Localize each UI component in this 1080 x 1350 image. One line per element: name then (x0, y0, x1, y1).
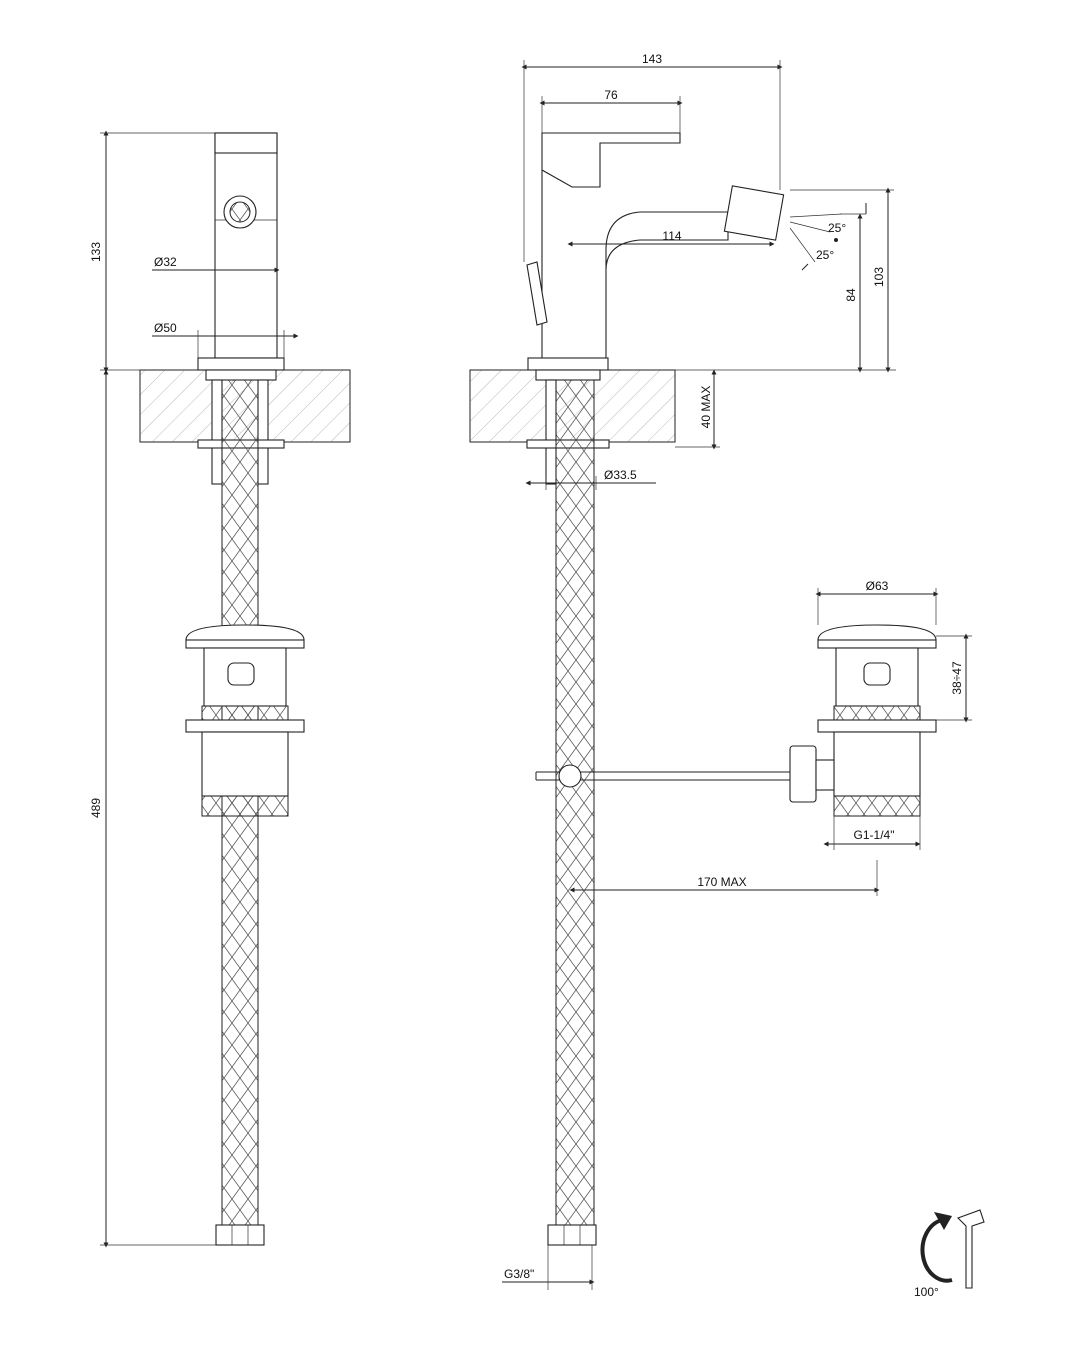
dim-spout-dia: Ø32 (154, 255, 177, 269)
dim-waste-range: 38÷47 (950, 661, 964, 695)
waste-side (789, 624, 937, 817)
dim-angle-down: 25° (816, 248, 834, 262)
dim-spout-reach: 114 (662, 229, 681, 243)
dim-shank-dia: Ø33.5 (604, 468, 637, 482)
waste-front (185, 624, 305, 817)
faucet-body-front (214, 132, 278, 359)
dim-base-dia: Ø50 (154, 321, 177, 335)
dim-waste-cap-dia: Ø63 (866, 579, 889, 593)
dim-rod-reach: 170 MAX (697, 875, 746, 889)
dim-width-overall: 143 (642, 52, 662, 66)
dim-side-height: 133 (89, 242, 103, 262)
dim-total-length: 489 (89, 798, 103, 818)
hose-side (555, 379, 595, 1231)
dim-waste-thread: G1-1/4" (854, 828, 895, 842)
dim-handle-length: 76 (604, 88, 618, 102)
rotation-label: 100° (914, 1285, 939, 1299)
dim-hose-thread: G3/8" (504, 1267, 534, 1281)
side-view: 143 76 114 25° 25° 84 103 40 MAX Ø33.5 (469, 52, 972, 1290)
front-view: 133 489 Ø32 Ø50 (89, 130, 351, 1248)
dim-deck-max: 40 MAX (699, 386, 713, 429)
dim-outlet-height: 84 (844, 288, 858, 302)
dim-angle-up: 25° (828, 221, 846, 235)
faucet-body-side (541, 170, 729, 359)
dim-total-height: 103 (872, 267, 886, 287)
lever-handle (541, 132, 681, 188)
bidet-nozzle (723, 185, 785, 241)
rotation-icon: 100° (914, 1209, 985, 1299)
